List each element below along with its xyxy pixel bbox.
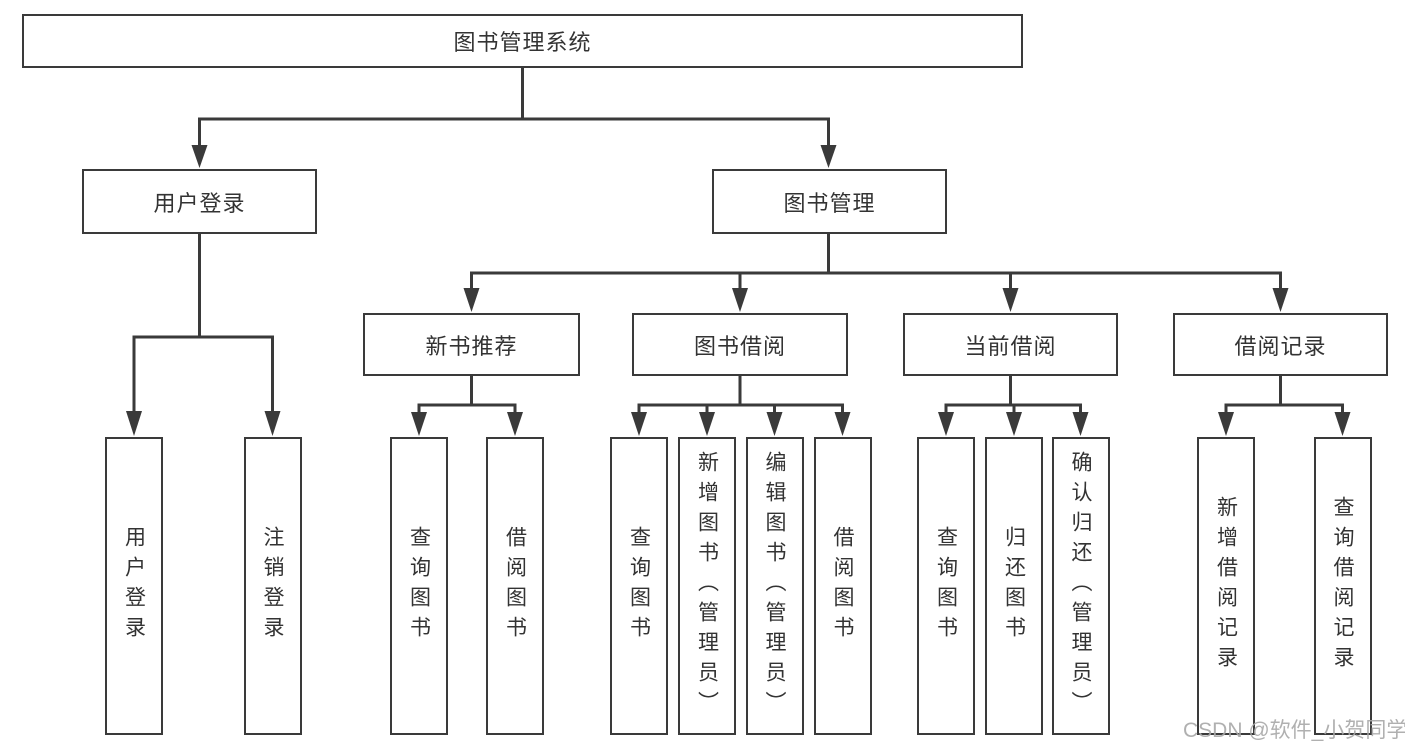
arrowhead [264,411,281,436]
node-borrow-records: 借阅记录 [1173,313,1388,376]
node-current-borrow-label: 当前借阅 [964,333,1057,359]
leaf-borrow-add-book-label: 新增图书（管理员） [695,451,719,721]
leaf-borrow-edit-book: 编辑图书（管理员） [745,437,804,735]
leaf-current-return: 归还图书 [985,437,1043,735]
leaf-borrow-query-label: 查询图书 [627,526,651,646]
node-root-label: 图书管理系统 [453,30,592,55]
leaf-records-query-label: 查询借阅记录 [1331,496,1354,676]
arrowhead [631,412,647,436]
leaf-current-query-label: 查询图书 [934,526,958,646]
arrowhead [732,288,748,312]
arrowhead [1002,288,1019,312]
node-book-management: 图书管理 [712,169,947,234]
leaf-records-add: 新增借阅记录 [1197,437,1255,735]
arrowheads [126,145,1351,436]
connector-records-to-leaves [1224,374,1344,416]
arrowhead [411,412,427,436]
arrowhead [766,412,783,436]
leaf-newbooks-borrow-label: 借阅图书 [503,526,527,646]
connector-userlogin-to-leaves [132,232,274,415]
arrowhead [1072,412,1089,436]
connector-newbooks-to-leaves [417,374,517,416]
node-current-borrow: 当前借阅 [903,313,1118,376]
connector-root-to-level1 [198,66,830,149]
node-new-book-recommend-label: 新书推荐 [425,333,518,359]
leaf-user-login-label: 用户登录 [122,526,146,646]
arrowhead [126,411,142,436]
leaf-records-query: 查询借阅记录 [1313,437,1372,735]
arrowhead [938,412,954,436]
leaf-current-confirm-return: 确认归还（管理员） [1051,437,1110,735]
leaf-borrow-add-book: 新增图书（管理员） [678,437,736,735]
node-user-login-label: 用户登录 [153,190,246,216]
arrowhead [1272,288,1289,312]
leaf-logout-label: 注销登录 [261,526,284,646]
node-book-borrow-label: 图书借阅 [693,333,786,359]
arrowhead [507,412,523,436]
node-user-login: 用户登录 [82,169,317,234]
leaf-borrow-book-label: 借阅图书 [831,526,854,646]
connector-bookborrow-to-leaves [637,374,844,416]
connector-segments [132,66,1344,416]
arrowhead [699,412,715,436]
arrowhead [820,145,837,168]
leaf-newbooks-borrow: 借阅图书 [486,437,544,735]
connector-bookmgmt-to-level2 [470,232,1282,292]
node-root: 图书管理系统 [22,14,1023,68]
leaf-current-query: 查询图书 [917,437,975,735]
arrowhead [191,145,208,168]
connector-currentborrow-to-leaves [944,374,1082,416]
csdn-watermark: CSDN @软件_小贺同学 [1183,719,1405,742]
arrowhead [1218,412,1234,436]
node-new-book-recommend: 新书推荐 [363,313,580,376]
leaf-records-add-label: 新增借阅记录 [1214,496,1238,676]
leaf-user-login: 用户登录 [105,437,163,735]
node-borrow-records-label: 借阅记录 [1234,333,1327,359]
leaf-borrow-query: 查询图书 [610,437,668,735]
arrowhead [1334,412,1351,436]
leaf-newbooks-query: 查询图书 [390,437,448,735]
leaf-logout: 注销登录 [243,437,302,735]
leaf-borrow-book: 借阅图书 [813,437,872,735]
node-book-management-label: 图书管理 [783,190,876,216]
leaf-newbooks-query-label: 查询图书 [407,526,431,646]
leaf-borrow-edit-book-label: 编辑图书（管理员） [763,451,786,721]
leaf-current-return-label: 归还图书 [1002,526,1026,646]
node-book-borrow: 图书借阅 [632,313,848,376]
arrowhead [1006,412,1022,436]
arrowhead [834,412,851,436]
arrowhead [463,288,480,312]
leaf-current-confirm-return-label: 确认归还（管理员） [1069,451,1092,721]
